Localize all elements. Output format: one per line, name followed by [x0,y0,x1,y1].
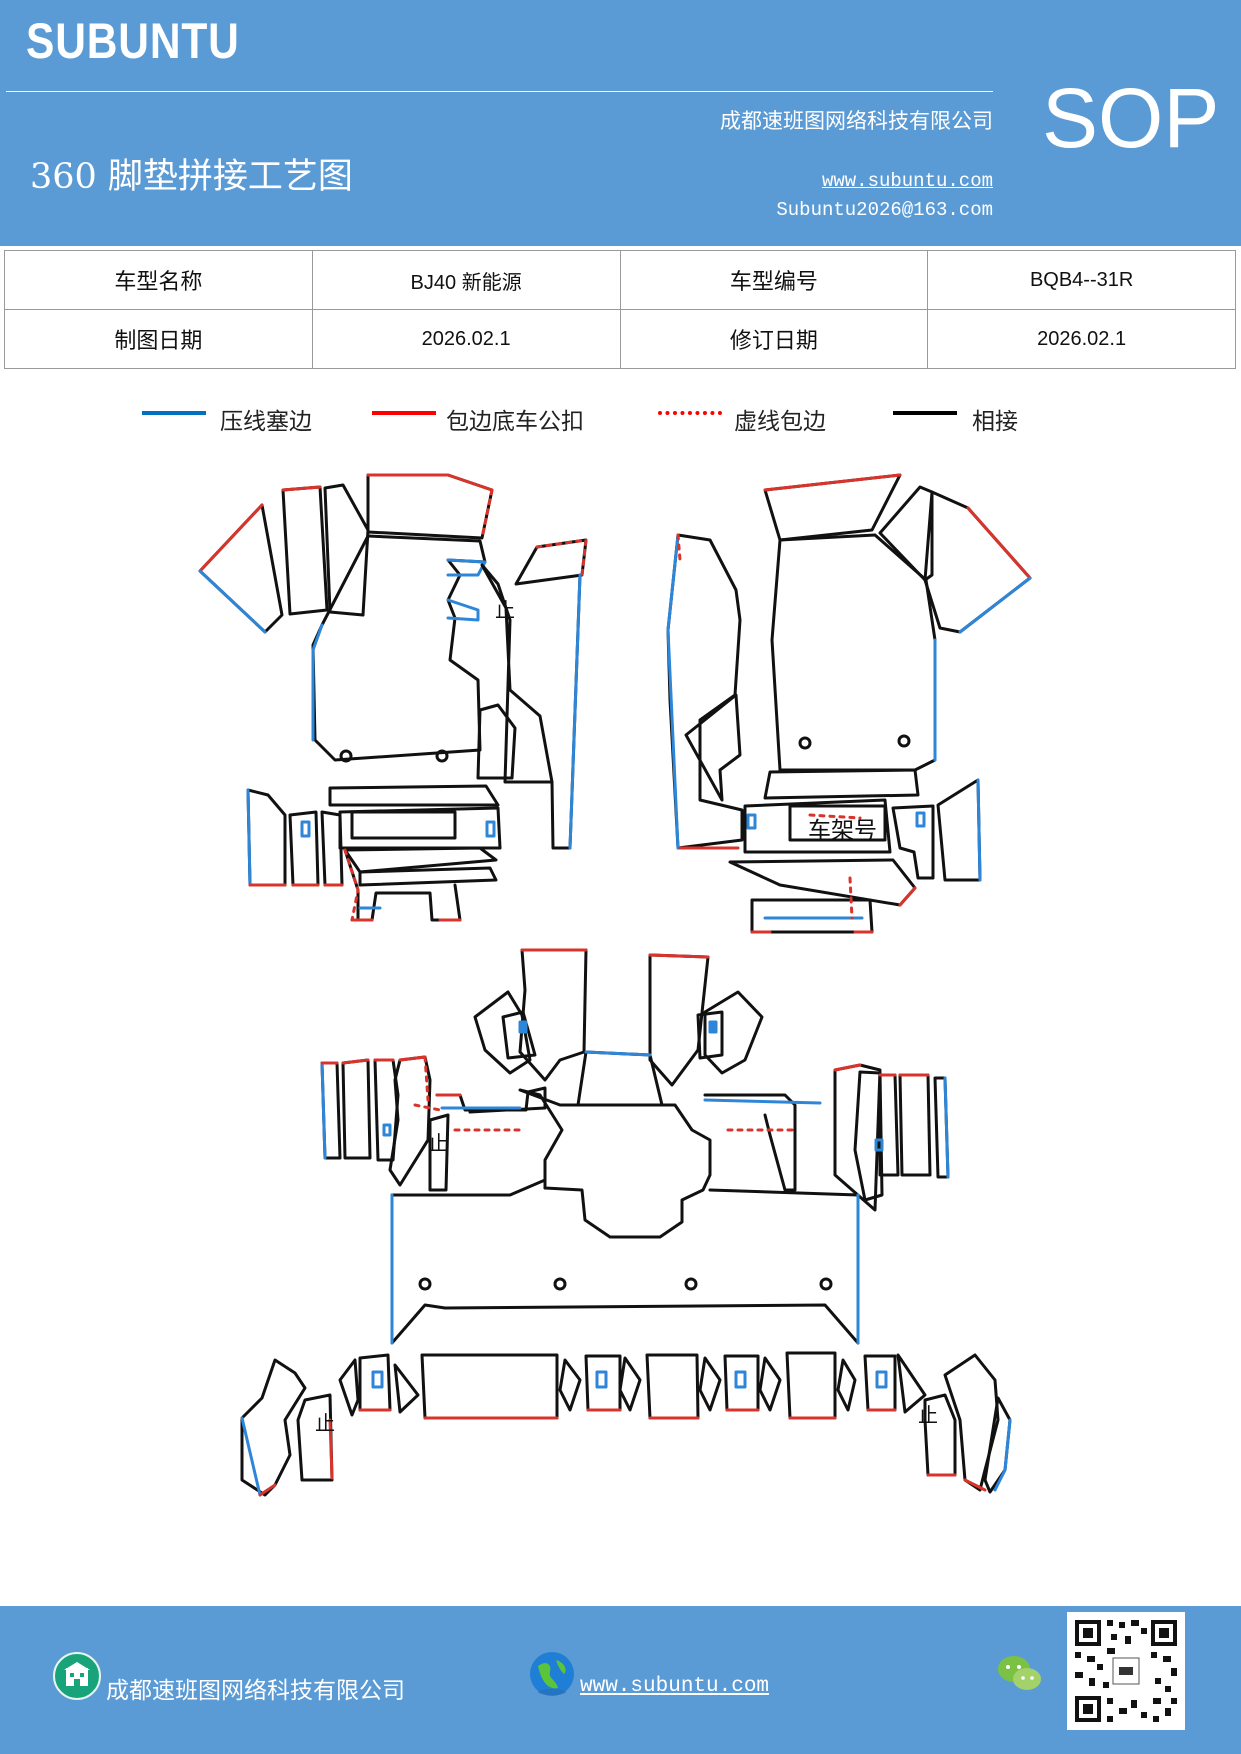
model-code-label: 车型编号 [619,250,929,310]
footer-company: 成都速班图网络科技有限公司 [106,1678,405,1704]
frame-number-label: 车架号 [808,818,877,844]
draw-date-label: 制图日期 [4,309,313,369]
sop-label: SOP [1042,71,1220,165]
legend-label-joined: 相接 [972,409,1018,435]
legend-swatch-blue [142,411,206,415]
revision-date-value: 2026.02.1 [927,309,1236,369]
draw-date-value: 2026.02.1 [311,309,621,369]
model-name-label: 车型名称 [4,250,313,310]
stop-mark: 止 [495,598,515,622]
legend-swatch-red [372,411,436,415]
legend-label-wrap-edge: 包边底车公扣 [446,409,584,435]
globe-icon [530,1652,574,1696]
header-company: 成都速班图网络科技有限公司 [720,109,993,133]
revision-date-label: 修订日期 [619,309,929,369]
legend-label-dotted-wrap: 虚线包边 [734,409,826,435]
legend-swatch-black [893,411,957,415]
wechat-icon[interactable] [996,1652,1044,1694]
table-row: 制图日期 2026.02.1 修订日期 2026.02.1 [4,309,1236,369]
front-right-mat-group: 车架号 [666,473,1032,934]
vehicle-info-table: 车型名称 BJ40 新能源 车型编号 BQB4--31R 制图日期 2026.0… [4,250,1236,369]
page-title: 360 脚垫拼接工艺图 [30,157,353,197]
stop-mark: 止 [918,1403,938,1427]
header-divider [6,91,993,92]
building-icon [53,1652,101,1700]
qr-code [1067,1612,1185,1730]
stop-mark: 止 [315,1411,335,1435]
brand-logo: SUBUNTU [26,13,240,69]
model-name-value: BJ40 新能源 [311,250,621,310]
stop-mark: 止 [428,1131,448,1155]
legend-swatch-red-dotted [658,411,722,415]
model-code-value: BQB4--31R [927,250,1236,310]
footer-website-link[interactable]: www.subuntu.com [580,1675,770,1698]
table-row: 车型名称 BJ40 新能源 车型编号 BQB4--31R [4,250,1236,310]
legend-label-press-line: 压线塞边 [220,409,312,435]
header-website-link[interactable]: www.subuntu.com [821,170,993,192]
front-left-mat-group: 止 [198,473,588,922]
header-email: Subuntu2026@163.com [776,199,993,221]
header-banner [0,0,1241,246]
rear-mat-group: 止 止 止 [240,948,1012,1497]
